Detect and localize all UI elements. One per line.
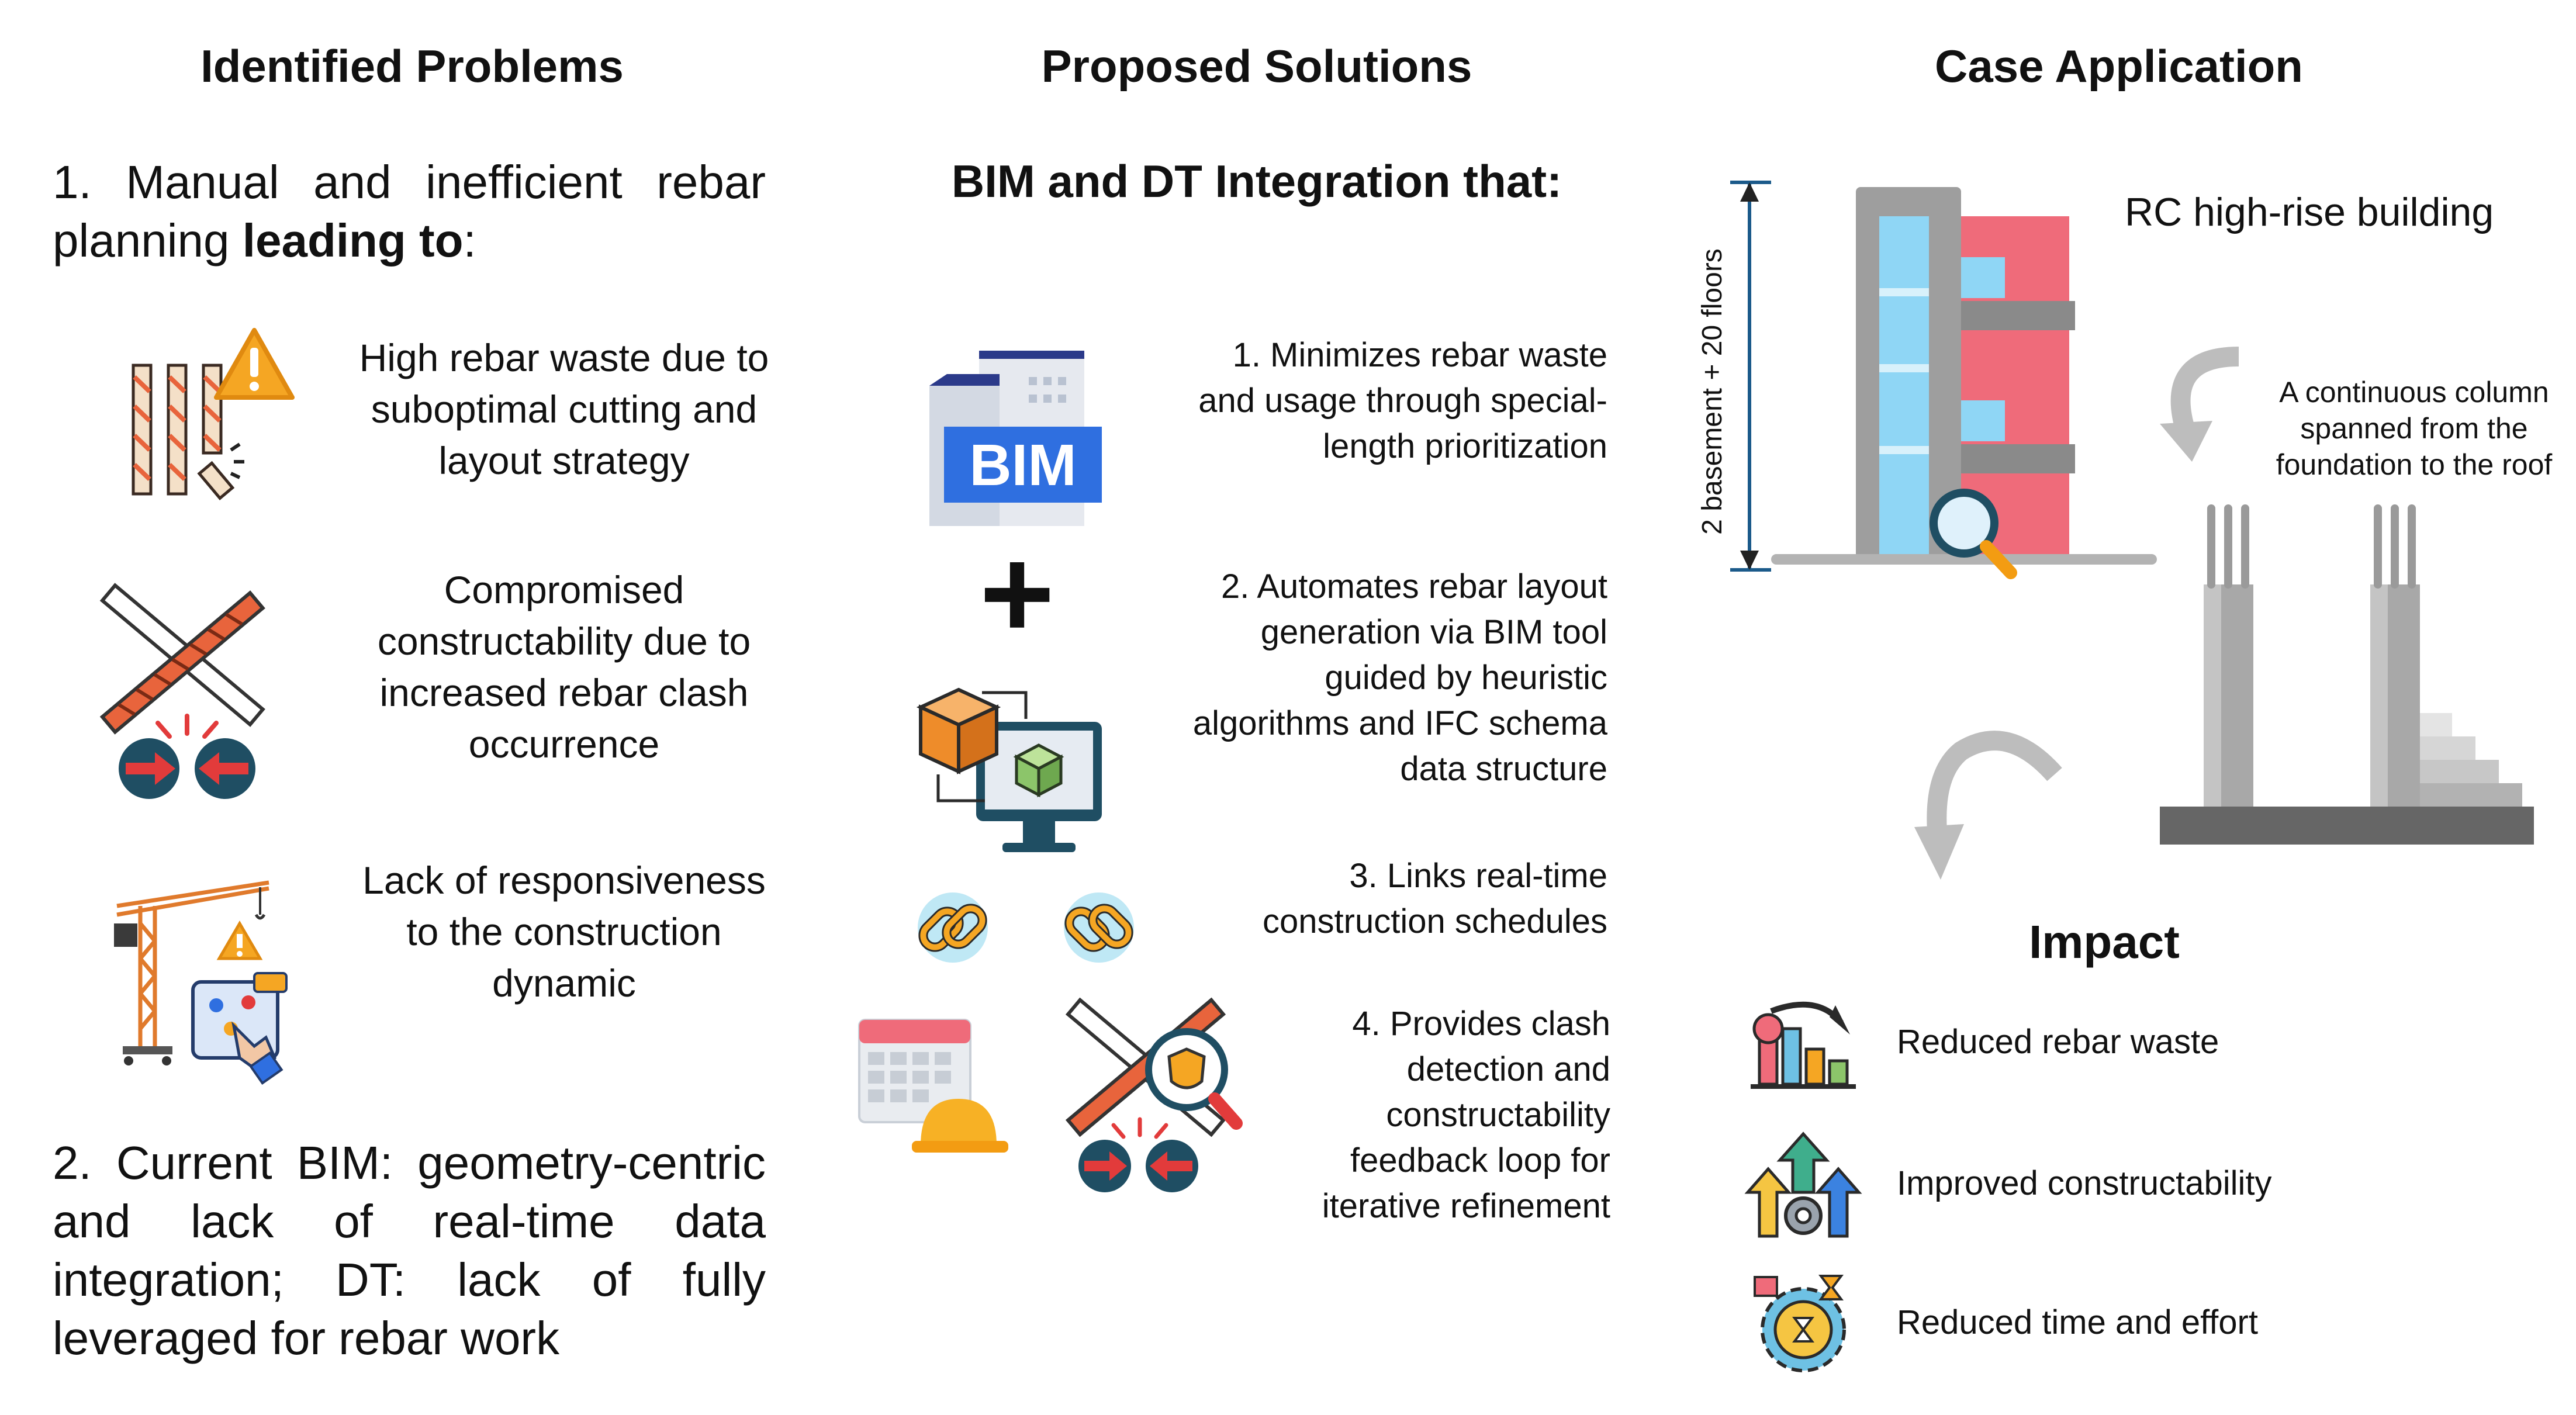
problem-1-text: 1. Manual and inefficient rebar planning bbox=[53, 156, 766, 267]
cube-monitor-icon bbox=[916, 687, 1102, 852]
calendar-helmet-icon bbox=[858, 1019, 1008, 1153]
green-cube bbox=[1013, 743, 1064, 798]
rebar-bars bbox=[132, 364, 244, 500]
rebar-clash-icon bbox=[99, 583, 265, 799]
clash-detection-icon bbox=[1065, 997, 1243, 1192]
column-note: A continuous column spanned from the fou… bbox=[2276, 376, 2553, 481]
solution-item-3: 3. Links real-time construction schedule… bbox=[1263, 857, 1607, 940]
solution-item-2: 2. Automates rebar layout generation via… bbox=[1192, 568, 1607, 788]
link-icon-right bbox=[1064, 892, 1134, 963]
crane bbox=[116, 880, 269, 1046]
impact-item-1: Reduced rebar waste bbox=[1897, 1023, 2219, 1061]
column-illustration bbox=[2160, 504, 2534, 845]
problem-1-bold: leading to bbox=[242, 215, 464, 267]
case-title: Case Application bbox=[1935, 40, 2303, 92]
curved-arrow-icon-top bbox=[2160, 347, 2239, 462]
time-gear-icon bbox=[1754, 1275, 1846, 1372]
problem-item-1: High rebar waste due to suboptimal cutti… bbox=[359, 336, 769, 482]
problems-title: Identified Problems bbox=[200, 40, 624, 92]
bim-icon: BIM bbox=[929, 351, 1102, 526]
waste-chart-icon bbox=[1751, 1001, 1856, 1089]
plus-sign: + bbox=[979, 521, 1055, 665]
orange-cube bbox=[916, 687, 1001, 774]
height-label-text: 2 basement + 20 floors bbox=[1697, 248, 1728, 535]
bim-label: BIM bbox=[969, 433, 1076, 498]
problem-1-statement: 1. Manual and inefficient rebar planning… bbox=[53, 153, 766, 270]
impact-item-2: Improved constructability bbox=[1897, 1164, 2272, 1202]
building-illustration bbox=[1730, 181, 2157, 579]
solutions-heading: BIM and DT Integration that: bbox=[951, 155, 1562, 207]
problem-item-3: Lack of responsiveness to the constructi… bbox=[362, 859, 766, 1005]
solution-item-4: 4. Provides clash detection and construc… bbox=[1322, 1005, 1610, 1225]
problem-1-colon: : bbox=[463, 215, 476, 267]
impact-title: Impact bbox=[2029, 916, 2180, 968]
crane-dashboard-icon bbox=[114, 880, 288, 1085]
impact-item-3: Reduced time and effort bbox=[1897, 1303, 2258, 1341]
hard-hat bbox=[921, 1099, 997, 1146]
magnifier-icon bbox=[1930, 489, 1998, 558]
building-label: RC high-rise building bbox=[2125, 190, 2494, 234]
rebar-warning-icon bbox=[132, 328, 295, 500]
problem-item-2: Compromised constructability due to incr… bbox=[377, 568, 751, 766]
height-label: 2 basement + 20 floors bbox=[1678, 205, 1748, 579]
gear-arrows-icon bbox=[1744, 1132, 1862, 1238]
link-icon-left bbox=[918, 892, 988, 963]
solution-item-1: 1. Minimizes rebar waste and usage throu… bbox=[1198, 336, 1607, 465]
problem-2-statement: 2. Current BIM: geometry-centric and lac… bbox=[53, 1137, 766, 1364]
curved-arrow-icon-bottom bbox=[1914, 731, 2062, 880]
solutions-title: Proposed Solutions bbox=[1041, 40, 1472, 92]
